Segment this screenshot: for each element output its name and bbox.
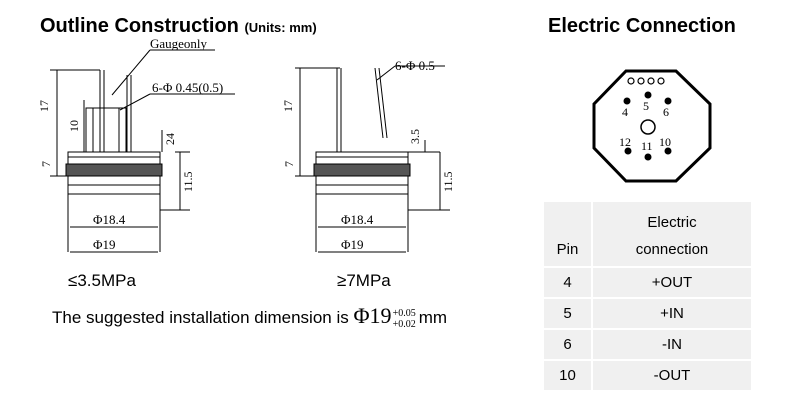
installation-note: The suggested installation dimension is … [52, 303, 447, 330]
pin-label-12: 12 [619, 135, 631, 149]
header-connection-line2: connection [635, 241, 709, 258]
pin-dot-4 [623, 97, 631, 105]
pin-dot-5 [644, 91, 652, 99]
left-dim-10: 10 [67, 120, 81, 132]
left-dim-7: 7 [39, 161, 53, 167]
left-dia-19: Φ19 [93, 237, 116, 252]
install-tol-upper: +0.05 [392, 307, 416, 319]
install-tol-lower: +0.02 [392, 318, 416, 330]
header-connection-line1: Electric [647, 214, 697, 231]
electric-title: Electric Connection [548, 15, 736, 37]
table-cell-connection: +IN [592, 298, 753, 330]
outline-title: Outline Construction (Units: mm) [40, 15, 317, 38]
header-connection: Electric connection [592, 202, 753, 268]
left-dim-17: 17 [37, 100, 51, 112]
pin-label-11: 11 [641, 139, 653, 153]
install-prefix: The suggested installation dimension is [52, 308, 349, 327]
table-cell-connection: +OUT [592, 267, 753, 299]
table-cell-pin: 10 [544, 360, 593, 392]
pin-dot-6 [664, 97, 672, 105]
table-cell-pin: 4 [544, 267, 593, 299]
left-dim-11-5: 11.5 [181, 171, 195, 192]
right-pins-note: 6-Φ 0.5 [395, 58, 435, 73]
install-diameter: Φ19 [353, 303, 392, 328]
left-pins-note: 6-Φ 0.45(0.5) [152, 80, 223, 95]
table-row: 4 +OUT [544, 267, 753, 299]
install-tolerance: +0.05+0.02 [393, 308, 416, 330]
units-label: (Units: mm) [244, 20, 317, 35]
left-dim-24: 24 [163, 133, 177, 145]
pin-dot-12 [624, 147, 632, 155]
table-row: 6 -IN [544, 329, 753, 361]
right-header [315, 151, 409, 165]
right-caption: ≥7MPa [337, 271, 391, 290]
left-header [67, 151, 161, 165]
connector-octagon [592, 69, 712, 183]
pin-label-4: 4 [622, 105, 628, 119]
pin-label-5: 5 [643, 99, 649, 113]
pin-dot-11 [644, 153, 652, 161]
right-dim-17: 17 [281, 100, 295, 112]
pin-dot-10 [664, 147, 672, 155]
left-caption: ≤3.5MPa [68, 271, 136, 290]
left-tube [85, 107, 127, 153]
install-unit: mm [418, 308, 448, 327]
pin-label-10: 10 [659, 135, 671, 149]
table-row: 5 +IN [544, 298, 753, 330]
pin-table-header: Pin Electric connection [544, 202, 753, 268]
header-pin: Pin [544, 202, 593, 268]
left-dia-18-4: Φ18.4 [93, 212, 126, 227]
right-dim-11-5: 11.5 [441, 171, 455, 192]
left-thread [65, 163, 163, 177]
table-cell-connection: -OUT [592, 360, 753, 392]
right-dia-19: Φ19 [341, 237, 364, 252]
right-dim-7: 7 [282, 161, 296, 167]
table-cell-connection: -IN [592, 329, 753, 361]
pin-label-6: 6 [663, 105, 669, 119]
right-thread [313, 163, 411, 177]
table-cell-pin: 6 [544, 329, 593, 361]
left-gauge-note: Gaugeonly [150, 36, 208, 51]
outline-title-text: Outline Construction [40, 15, 239, 37]
table-row: 10 -OUT [544, 360, 753, 392]
pin-table: Pin Electric connection 4 +OUT 5 +IN 6 -… [544, 202, 753, 392]
connector-center-hole [640, 119, 656, 135]
table-cell-pin: 5 [544, 298, 593, 330]
right-dim-3-5: 3.5 [408, 129, 422, 144]
right-dia-18-4: Φ18.4 [341, 212, 374, 227]
